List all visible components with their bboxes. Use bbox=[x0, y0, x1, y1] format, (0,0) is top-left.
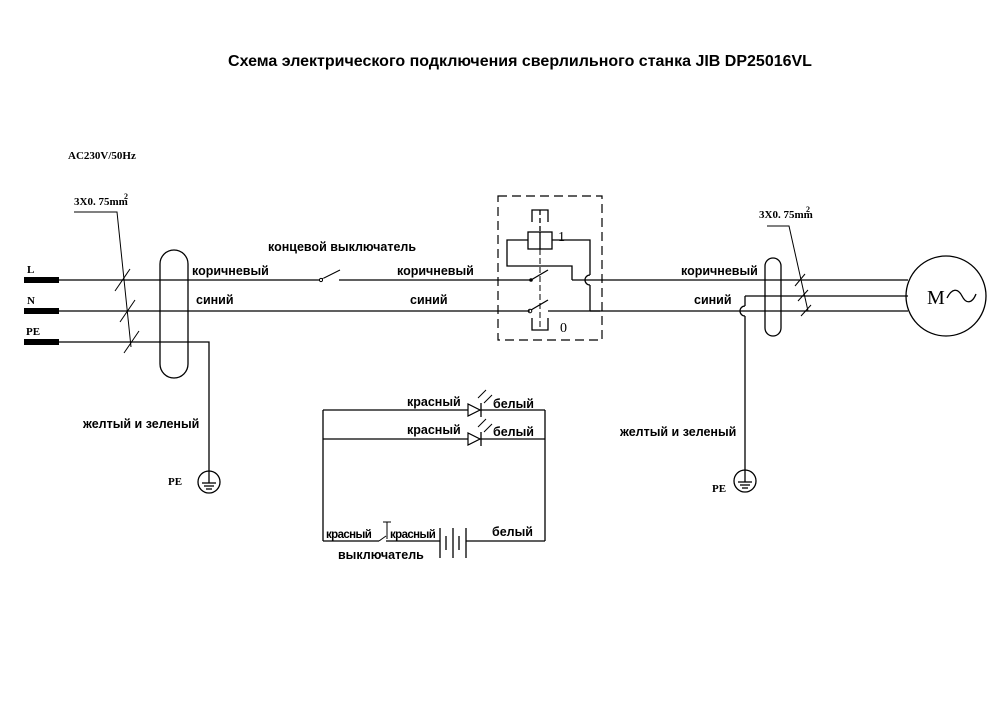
terminal-label-n: N bbox=[27, 295, 35, 307]
supply-voltage-label: AC230V/50Hz bbox=[68, 150, 136, 162]
limit-switch-symbol bbox=[290, 269, 341, 284]
plug-pin-n bbox=[24, 308, 59, 314]
plug-pin-l bbox=[24, 277, 59, 283]
earth-wire-label-right: желтый и зеленый bbox=[619, 425, 736, 439]
motor-cable-spec: 3X0. 75mm 2 bbox=[759, 205, 813, 221]
wire-label-blue-left: синий bbox=[196, 293, 234, 307]
wire-tick bbox=[119, 299, 136, 323]
earth-wire-label-left: желтый и зеленый bbox=[82, 417, 199, 431]
cable-spec-text: 3X0. 75mm bbox=[74, 196, 128, 208]
wire-pe-left bbox=[59, 341, 210, 470]
led-2 bbox=[467, 418, 493, 446]
supply-cable-spec: 3X0. 75mm 2 bbox=[74, 192, 128, 208]
wire-tick bbox=[794, 273, 806, 287]
battery-wire-label: белый bbox=[492, 525, 533, 539]
wire-label-blue-middle: синий bbox=[410, 293, 448, 307]
earth-label-right: PE bbox=[712, 483, 726, 495]
cable-spec-superscript: 2 bbox=[806, 205, 810, 214]
motor-letter: M bbox=[927, 287, 945, 309]
cable-spec-text: 3X0. 75mm bbox=[759, 209, 813, 221]
switch-left-wire-label: красный bbox=[326, 529, 372, 541]
battery-icon bbox=[439, 528, 467, 558]
cable-grommet-right bbox=[764, 257, 782, 337]
wire-label-brown-right: коричневый bbox=[681, 264, 758, 278]
motor-icon: M bbox=[905, 255, 987, 337]
led-1 bbox=[467, 389, 493, 417]
wire-tick bbox=[800, 304, 812, 317]
diagram-title: Схема электрического подключения сверлил… bbox=[228, 53, 812, 70]
main-switch: 1 0 bbox=[497, 195, 603, 341]
terminal-label-pe: PE bbox=[26, 326, 40, 338]
cable-leader-line bbox=[767, 225, 809, 312]
switch-position-on: 1 bbox=[558, 230, 565, 245]
ground-icon-left bbox=[197, 470, 221, 494]
cable-spec-superscript: 2 bbox=[124, 192, 128, 201]
push-switch bbox=[378, 521, 391, 542]
switch-label: выключатель bbox=[338, 548, 424, 562]
plug-pin-pe bbox=[24, 339, 59, 345]
wire-tick bbox=[114, 268, 131, 292]
switch-right-wire-label: красный bbox=[390, 529, 436, 541]
switch-position-off: 0 bbox=[560, 321, 567, 336]
led-circuit: красный белый красный белый красный крас… bbox=[322, 389, 546, 562]
wire-label-blue-right: синий bbox=[694, 293, 732, 307]
cable-grommet-left bbox=[159, 249, 189, 379]
limit-switch-label: концевой выключатель bbox=[268, 240, 416, 254]
led-2-cathode-label: белый bbox=[493, 425, 534, 439]
earth-label-left: PE bbox=[168, 476, 182, 488]
wire-crossover bbox=[739, 305, 746, 317]
led-1-cathode-label: белый bbox=[493, 397, 534, 411]
cable-leader-line bbox=[74, 211, 132, 348]
terminal-label-l: L bbox=[27, 264, 34, 276]
wire-label-brown-left: коричневый bbox=[192, 264, 269, 278]
led-1-anode-label: красный bbox=[407, 395, 461, 409]
switch-dashed-enclosure bbox=[497, 195, 603, 341]
ground-icon-right bbox=[733, 469, 757, 493]
wire-label-brown-middle: коричневый bbox=[397, 264, 474, 278]
wire-tick bbox=[797, 289, 809, 302]
wire-tick bbox=[123, 330, 140, 354]
led-2-anode-label: красный bbox=[407, 423, 461, 437]
